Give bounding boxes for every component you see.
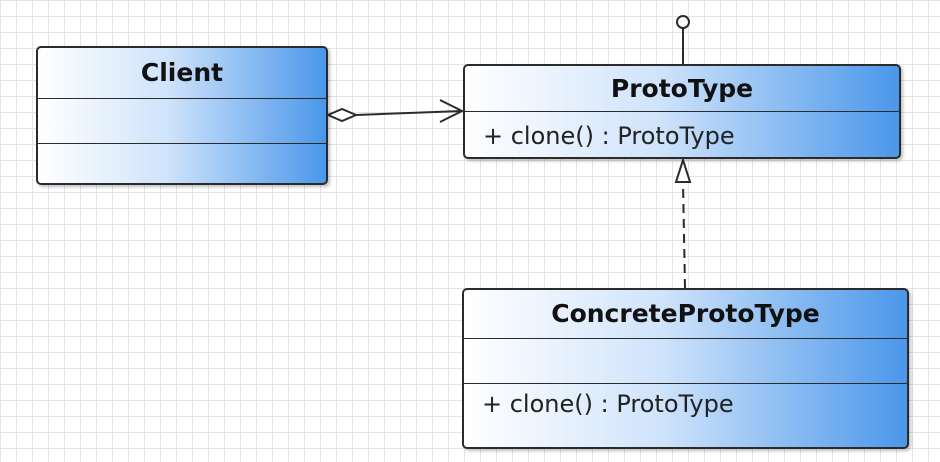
class-concrete-prototype-operations: + clone() : ProtoType — [464, 383, 907, 447]
class-client-name: Client — [140, 58, 224, 87]
class-prototype-name: ProtoType — [610, 74, 754, 103]
class-concrete-prototype-name: ConcreteProtoType — [551, 299, 820, 328]
aggregation-diamond — [325, 107, 359, 123]
interface-lollipop-circle — [676, 15, 690, 29]
class-client-operations — [38, 143, 326, 183]
realization-arrowhead — [674, 156, 692, 183]
class-client-attributes — [38, 98, 326, 143]
class-prototype[interactable]: ProtoType + clone() : ProtoType — [463, 64, 901, 159]
prototype-operation-clone: + clone() : ProtoType — [483, 121, 735, 150]
aggregation-line — [355, 110, 463, 116]
class-concrete-prototype[interactable]: ConcreteProtoType + clone() : ProtoType — [462, 288, 909, 449]
class-prototype-operations: + clone() : ProtoType — [465, 111, 899, 157]
aggregation-arrowhead — [439, 99, 465, 123]
concrete-operation-clone: + clone() : ProtoType — [482, 390, 734, 418]
class-client[interactable]: Client — [36, 46, 328, 185]
class-concrete-prototype-attributes — [464, 338, 907, 383]
realization-line — [682, 181, 686, 289]
